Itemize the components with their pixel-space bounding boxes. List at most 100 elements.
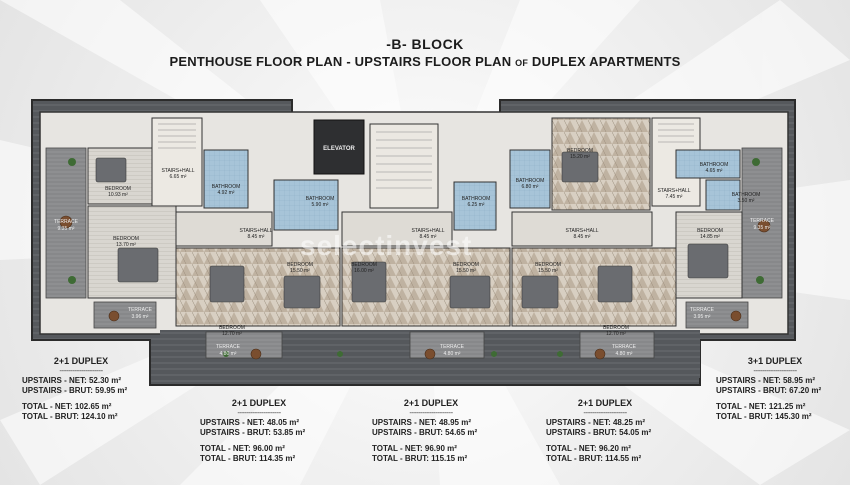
u3-bedroom-b-area: 15.50 m² (456, 268, 476, 274)
u5-bedroom-b-area: 14.85 m² (700, 234, 720, 240)
spec-total-brut: TOTAL - BRUT: 114.35 m² (200, 454, 296, 463)
terrace-tables (59, 215, 771, 360)
u3-stairs (341, 211, 453, 247)
u5-stairs-area: 7.45 m² (666, 194, 683, 200)
u4-bedroom-b-label: BEDROOM (603, 325, 629, 331)
plan-subtitle: PENTHOUSE FLOOR PLAN - UPSTAIRS FLOOR PL… (0, 54, 850, 69)
spec-upstairs-net: UPSTAIRS - NET: 58.95 m² (716, 376, 815, 385)
u2-bedrooms (175, 247, 341, 327)
spec-unit-1: 2+1 DUPLEX -------------------- UPSTAIRS… (22, 356, 140, 422)
u5-terrace-s-label: TERRACE (690, 307, 715, 313)
spec-total-net: TOTAL - NET: 96.00 m² (200, 444, 285, 453)
spec-total-net: TOTAL - NET: 121.25 m² (716, 402, 806, 411)
elevator-label: ELEVATOR (323, 146, 355, 152)
subtitle-end: DUPLEX APARTMENTS (528, 54, 681, 69)
spec-total-brut: TOTAL - BRUT: 115.15 m² (372, 454, 468, 463)
spec-upstairs-net: UPSTAIRS - NET: 52.30 m² (22, 376, 121, 385)
u1-bedroom-a-area: 10.93 m² (108, 192, 128, 198)
spec-unit-5: 3+1 DUPLEX -------------------- UPSTAIRS… (716, 356, 834, 422)
spec-total-net: TOTAL - NET: 102.65 m² (22, 402, 112, 411)
u1-bedroom-a-label: BEDROOM (105, 186, 131, 192)
u5-bedroom-a-area: 15.20 m² (570, 154, 590, 160)
u4-bedroom-a-label: BEDROOM (535, 262, 561, 268)
u5-terrace-s-area: 3.95 m² (694, 314, 711, 320)
spec-type: 2+1 DUPLEX (231, 398, 287, 408)
u2-bathroom (273, 179, 339, 231)
spec-type: 2+1 DUPLEX (577, 398, 633, 408)
u1-bathroom-label: BATHROOM (212, 184, 241, 190)
u3-terrace (409, 331, 485, 359)
u2-terrace (205, 331, 283, 359)
spec-type: 3+1 DUPLEX (747, 356, 803, 366)
u5-terrace-e-label: TERRACE (750, 218, 775, 224)
u3-bathroom-label: BATHROOM (462, 196, 491, 202)
u4-stairs-area: 8.45 m² (574, 234, 591, 240)
spec-unit-4: 2+1 DUPLEX -------------------- UPSTAIRS… (546, 398, 664, 464)
u4-bedroom-a-area: 15.50 m² (538, 268, 558, 274)
u1-stairs-label: STAIRS+HALL (161, 168, 194, 174)
subtitle-main: PENTHOUSE FLOOR PLAN - UPSTAIRS FLOOR PL… (169, 54, 516, 69)
spec-total-net: TOTAL - NET: 96.90 m² (372, 444, 457, 453)
u1-terrace-w-area: 9.35 m² (58, 226, 75, 232)
spec-total-brut: TOTAL - BRUT: 114.55 m² (546, 454, 642, 463)
u4-terrace-area: 4.80 m² (616, 351, 633, 357)
u5-bathroom-b-label: BATHROOM (732, 192, 761, 198)
u1-terrace-s-area: 3.96 m² (132, 314, 149, 320)
spec-divider: -------------------- (753, 366, 797, 375)
u2-bathroom-label: BATHROOM (306, 196, 335, 202)
spec-total-net: TOTAL - NET: 96.20 m² (546, 444, 631, 453)
u1-bedroom-b-area: 13.70 m² (116, 242, 136, 248)
u3-bedroom-b-label: BEDROOM (453, 262, 479, 268)
u2-bedroom-a-area: 15.50 m² (290, 268, 310, 274)
u2-bedroom-b-area: 12.70 m² (222, 331, 242, 337)
subtitle-of: OF (515, 58, 529, 68)
u5-bathroom-b (705, 179, 741, 211)
spec-upstairs-brut: UPSTAIRS - BRUT: 59.95 m² (22, 386, 128, 395)
spec-unit-2: 2+1 DUPLEX -------------------- UPSTAIRS… (200, 398, 318, 464)
plants (68, 158, 764, 357)
u5-bathroom-a-label: BATHROOM (700, 162, 729, 168)
u5-bathroom-b-area: 3.50 m² (738, 198, 755, 204)
u5-bathroom-a (675, 149, 741, 179)
u3-terrace-area: 4.80 m² (444, 351, 461, 357)
u3-bathroom (453, 181, 497, 231)
u5-terrace-e-area: 9.35 m² (754, 225, 771, 231)
spec-upstairs-net: UPSTAIRS - NET: 48.05 m² (200, 418, 299, 427)
spec-unit-3: 2+1 DUPLEX -------------------- UPSTAIRS… (372, 398, 490, 464)
u2-bedroom-b-label: BEDROOM (219, 325, 245, 331)
u3-bedroom-a-label: BEDROOM (351, 262, 377, 268)
u4-stairs-label: STAIRS+HALL (565, 228, 598, 234)
spec-upstairs-net: UPSTAIRS - NET: 48.95 m² (372, 418, 471, 427)
u5-bathroom-a-area: 4.65 m² (706, 168, 723, 174)
u1-terrace-w-label: TERRACE (54, 219, 79, 225)
u3-stairs-label: STAIRS+HALL (411, 228, 444, 234)
u2-stairs-area: 8.45 m² (248, 234, 265, 240)
main-stair-core (369, 123, 439, 209)
spec-upstairs-net: UPSTAIRS - NET: 48.25 m² (546, 418, 645, 427)
u1-stairs-area: 6.65 m² (170, 174, 187, 180)
u1-bathroom (203, 149, 249, 209)
spec-total-brut: TOTAL - BRUT: 124.10 m² (22, 412, 118, 421)
u4-bathroom-label: BATHROOM (516, 178, 545, 184)
spec-divider: -------------------- (59, 366, 103, 375)
u3-stairs-area: 8.45 m² (420, 234, 437, 240)
u2-bedroom-a-label: BEDROOM (287, 262, 313, 268)
u5-bedroom-b-label: BEDROOM (697, 228, 723, 234)
u2-stairs (175, 211, 273, 247)
u3-bathroom-area: 6.25 m² (468, 202, 485, 208)
spec-divider: -------------------- (583, 408, 627, 417)
u2-stairs-label: STAIRS+HALL (239, 228, 272, 234)
elevator-shaft (313, 119, 365, 175)
u4-bathroom-area: 6.80 m² (522, 184, 539, 190)
spec-divider: -------------------- (237, 408, 281, 417)
u1-stair-treads (158, 123, 196, 149)
u1-bedroom-b-label: BEDROOM (113, 236, 139, 242)
main-stair-treads (376, 131, 432, 189)
spec-upstairs-brut: UPSTAIRS - BRUT: 67.20 m² (716, 386, 822, 395)
u3-terrace-label: TERRACE (440, 344, 465, 350)
u4-stairs (511, 211, 653, 247)
spec-divider: -------------------- (409, 408, 453, 417)
u1-terrace-s-label: TERRACE (128, 307, 153, 313)
u2-terrace-area: 4.80 m² (220, 351, 237, 357)
